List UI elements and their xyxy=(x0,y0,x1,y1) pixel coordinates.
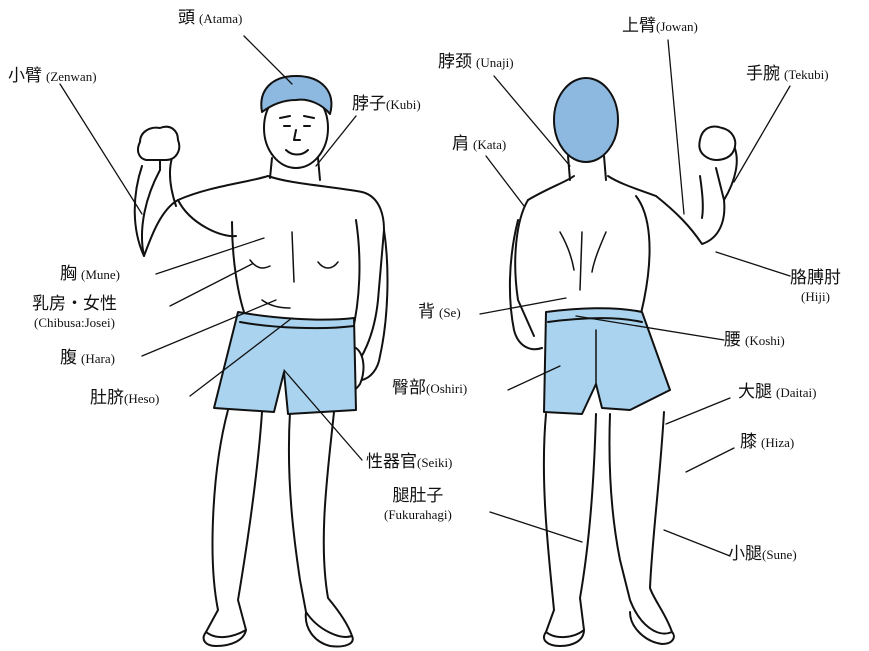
label-hiji-ro: (Hiji) xyxy=(790,290,841,303)
label-oshiri-jp: 臀部 xyxy=(392,378,426,398)
label-hiji-jp: 胳膊肘 xyxy=(790,268,841,288)
label-zenwan-jp: 小臂 xyxy=(8,66,42,86)
label-koshi: 腰 (Koshi) xyxy=(724,332,785,349)
back-shorts xyxy=(544,308,670,414)
leader-jowan xyxy=(668,40,684,214)
front-chest xyxy=(250,232,338,308)
label-oshiri: 臀部(Oshiri) xyxy=(392,380,467,397)
back-fist xyxy=(699,127,735,160)
label-hiji: 胳膊肘 (Hiji) xyxy=(790,270,841,303)
label-chibusa-ro: (Chibusa:Josei) xyxy=(32,316,117,329)
label-tekubi-jp: 手腕 xyxy=(746,64,780,84)
label-mune: 胸 (Mune) xyxy=(60,266,120,283)
label-hara-ro: (Hara) xyxy=(81,351,115,366)
leader-hiza xyxy=(686,448,734,472)
front-figure xyxy=(135,76,388,647)
label-hara-jp: 腹 xyxy=(60,348,77,368)
label-seiki-ro: (Seiki) xyxy=(417,455,452,470)
label-fukurahagi: 腿肚子 (Fukurahagi) xyxy=(384,488,452,521)
label-hiza-jp: 膝 xyxy=(740,432,757,452)
leader-lines xyxy=(60,36,790,556)
label-seiki: 性器官(Seiki) xyxy=(366,454,452,471)
label-kata-ro: (Kata) xyxy=(473,137,506,152)
label-se-jp: 背 xyxy=(418,302,435,322)
label-atama-jp: 頭 xyxy=(178,8,195,28)
leader-atama xyxy=(244,36,292,84)
label-atama-ro: (Atama) xyxy=(199,11,242,26)
label-chibusa: 乳房・女性 (Chibusa:Josei) xyxy=(32,296,117,329)
back-left-leg xyxy=(544,414,596,637)
back-right-leg xyxy=(609,412,672,634)
label-daitai-jp: 大腿 xyxy=(738,382,772,402)
label-daitai-ro: (Daitai) xyxy=(776,385,816,400)
label-atama: 頭 (Atama) xyxy=(178,10,242,27)
label-hiza-ro: (Hiza) xyxy=(761,435,794,450)
front-left-leg xyxy=(289,412,352,637)
label-oshiri-ro: (Oshiri) xyxy=(426,381,467,396)
label-kubi-jp: 脖子 xyxy=(352,94,386,114)
label-koshi-ro: (Koshi) xyxy=(745,333,785,348)
back-hanging-arm xyxy=(510,220,542,349)
label-sune: 小腿(Sune) xyxy=(728,546,797,563)
leader-kata xyxy=(486,156,524,206)
label-tekubi-ro: (Tekubi) xyxy=(784,67,829,82)
back-right-foot xyxy=(630,612,674,644)
label-se: 背 (Se) xyxy=(418,304,461,321)
label-mune-jp: 胸 xyxy=(60,264,77,284)
label-unaji-jp: 脖颈 xyxy=(438,52,472,72)
label-unaji: 脖颈 (Unaji) xyxy=(438,54,514,71)
label-unaji-ro: (Unaji) xyxy=(476,55,514,70)
label-zenwan-ro: (Zenwan) xyxy=(46,69,97,84)
label-kata: 肩 (Kata) xyxy=(452,136,506,153)
leader-daitai xyxy=(666,398,730,424)
front-left-foot xyxy=(306,612,353,647)
back-head xyxy=(554,78,618,162)
leader-sune xyxy=(664,530,730,556)
front-raised-arm xyxy=(142,152,236,256)
back-figure xyxy=(510,78,737,646)
label-mune-ro: (Mune) xyxy=(81,267,120,282)
label-jowan: 上臂(Jowan) xyxy=(622,18,698,35)
label-jowan-jp: 上臂 xyxy=(622,16,656,36)
label-zenwan: 小臂 (Zenwan) xyxy=(8,68,97,85)
label-sune-jp: 小腿 xyxy=(728,544,762,564)
label-koshi-jp: 腰 xyxy=(724,330,741,350)
leader-zenwan xyxy=(60,84,142,214)
leader-fukurahagi xyxy=(490,512,582,542)
front-right-leg xyxy=(206,410,262,637)
back-spine xyxy=(560,232,606,290)
label-kubi-ro: (Kubi) xyxy=(386,97,421,112)
label-heso-jp: 肚脐 xyxy=(90,388,124,408)
label-kata-jp: 肩 xyxy=(452,134,469,154)
label-seiki-jp: 性器官 xyxy=(366,452,417,472)
label-sune-ro: (Sune) xyxy=(762,547,797,562)
label-heso: 肚脐(Heso) xyxy=(90,390,159,407)
label-fukurahagi-ro: (Fukurahagi) xyxy=(384,508,452,521)
label-heso-ro: (Heso) xyxy=(124,391,159,406)
back-raised-arm xyxy=(656,168,724,244)
label-fukurahagi-jp: 腿肚子 xyxy=(392,486,443,506)
leader-hiji xyxy=(716,252,790,276)
leader-tekubi xyxy=(734,86,790,182)
label-chibusa-jp: 乳房・女性 xyxy=(32,294,117,314)
label-kubi: 脖子(Kubi) xyxy=(352,96,421,113)
label-se-ro: (Se) xyxy=(439,305,461,320)
label-jowan-ro: (Jowan) xyxy=(656,19,698,34)
label-daitai: 大腿 (Daitai) xyxy=(738,384,816,401)
label-hiza: 膝 (Hiza) xyxy=(740,434,794,451)
label-tekubi: 手腕 (Tekubi) xyxy=(746,66,829,83)
front-fist xyxy=(138,127,179,160)
leader-mune xyxy=(156,238,264,274)
label-hara: 腹 (Hara) xyxy=(60,350,115,367)
